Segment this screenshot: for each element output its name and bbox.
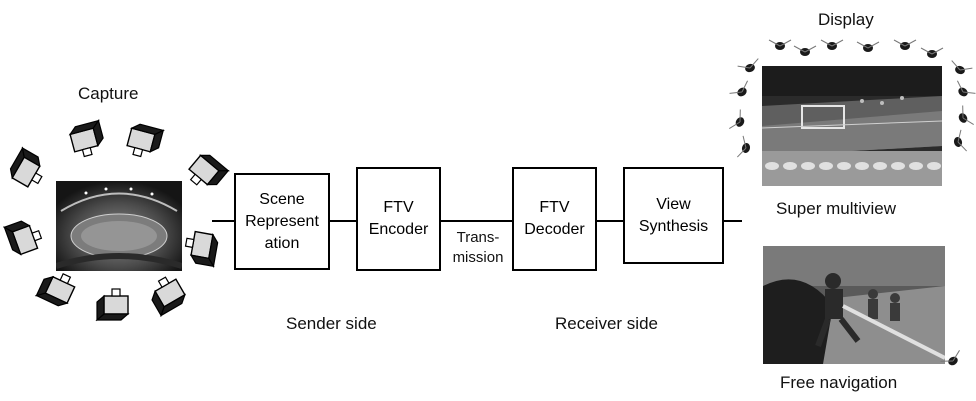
display-label: Display xyxy=(818,10,874,29)
viewer-eye-icon xyxy=(737,58,763,77)
viewer-eye-icon xyxy=(793,45,817,57)
super-multiview-photo xyxy=(762,66,942,186)
camera-icon xyxy=(144,272,189,317)
ftv-encoder-line-2: Encoder xyxy=(368,221,429,238)
view-synthesis-line-2: Synthesis xyxy=(638,217,709,235)
view-synthesis-box: View Synthesis xyxy=(623,167,724,264)
viewer-array xyxy=(728,39,976,161)
transmission-line-1: Trans- xyxy=(456,229,500,246)
transmission-label: Trans- mission xyxy=(445,228,511,268)
capture-camera-array xyxy=(3,119,229,321)
super-multiview-label: Super multiview xyxy=(776,199,896,218)
viewer-eye-icon xyxy=(947,60,973,79)
scene-representation-line-2: Represent xyxy=(245,212,319,230)
viewer-eye-icon xyxy=(736,135,754,161)
ftv-encoder-line-1: FTV xyxy=(383,199,414,216)
ftv-decoder-line-1: FTV xyxy=(539,199,570,216)
viewer-eye-icon xyxy=(940,350,960,366)
capture-label: Capture xyxy=(78,84,139,103)
free-navigation-viewer xyxy=(940,350,960,366)
free-navigation-photo xyxy=(763,246,945,364)
view-synthesis-line-1: View xyxy=(656,195,691,213)
viewer-eye-icon xyxy=(820,39,844,51)
receiver-side-label: Receiver side xyxy=(555,314,658,333)
camera-icon xyxy=(183,150,229,196)
ftv-encoder-box: FTV Encoder xyxy=(356,167,441,271)
viewer-eye-icon xyxy=(893,39,917,51)
connector-synthesis-display xyxy=(724,220,742,222)
sender-side-label: Sender side xyxy=(286,314,377,333)
viewer-eye-icon xyxy=(950,129,968,155)
transmission-line-2: mission xyxy=(452,249,504,266)
viewer-eye-icon xyxy=(953,104,975,131)
camera-icon xyxy=(96,288,129,321)
camera-icon xyxy=(6,147,51,192)
connector-capture-scene xyxy=(212,220,234,222)
scene-representation-box: Scene Represent ation xyxy=(234,173,330,270)
stadium-capture-photo xyxy=(56,181,182,271)
viewer-eye-icon xyxy=(920,47,944,59)
camera-icon xyxy=(67,119,108,160)
viewer-eye-icon xyxy=(951,80,976,103)
viewer-eye-icon xyxy=(729,80,754,103)
connector-scene-encoder xyxy=(330,220,356,222)
connector-decoder-synthesis xyxy=(597,220,623,222)
ftv-decoder-box: FTV Decoder xyxy=(512,167,597,271)
viewer-eye-icon xyxy=(856,41,880,53)
viewer-eye-icon xyxy=(728,108,750,135)
scene-representation-line-1: Scene xyxy=(259,190,305,208)
viewer-eye-icon xyxy=(768,39,792,51)
free-navigation-label: Free navigation xyxy=(780,373,898,392)
camera-icon xyxy=(182,229,220,268)
camera-icon xyxy=(124,121,164,162)
camera-icon xyxy=(35,266,79,310)
scene-representation-line-3: ation xyxy=(264,234,300,252)
ftv-decoder-line-2: Decoder xyxy=(524,221,585,238)
camera-icon xyxy=(3,215,45,258)
connector-encoder-decoder xyxy=(441,220,512,222)
